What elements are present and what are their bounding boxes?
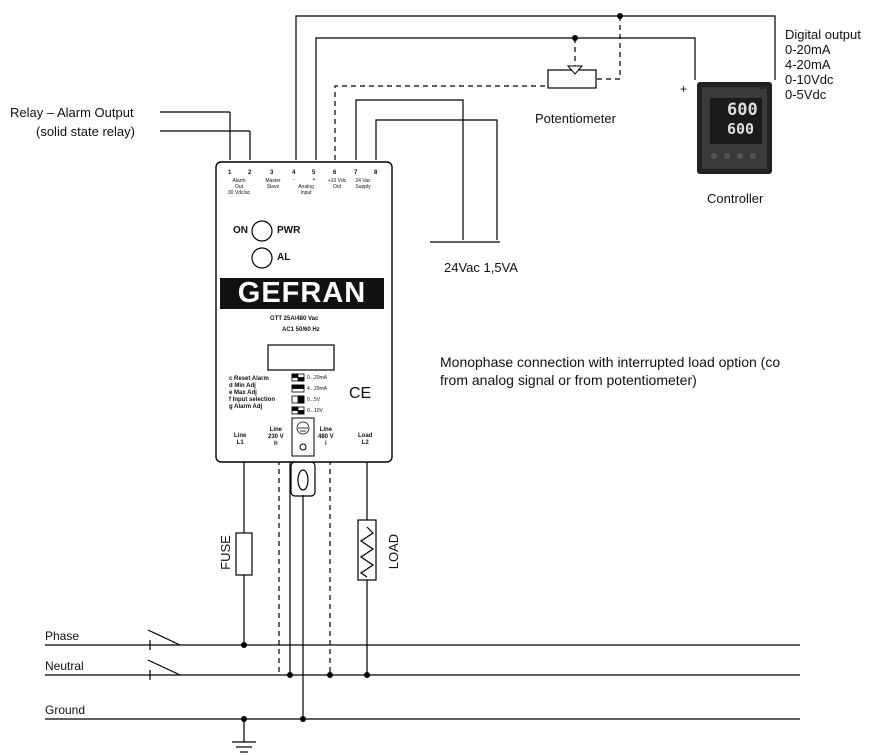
ce-mark: CE [349, 385, 372, 402]
supply-label: 24Vac 1,5VA [444, 260, 518, 275]
relay-label-line2: (solid state relay) [36, 124, 135, 139]
wire-terminal-5 [315, 37, 696, 160]
setting-item: d Min Adj [229, 383, 256, 389]
analog-input-label: Analog Input [298, 184, 314, 196]
digital-output-range: 0-5Vdc [785, 87, 827, 102]
line-230-label: Line 230 V h [268, 427, 284, 447]
description-line1: Monophase connection with interrupted lo… [440, 354, 781, 370]
pot-wiper-dashed [334, 85, 548, 160]
load-symbol [357, 519, 377, 581]
setting-item: e Max Adj [229, 390, 257, 396]
line-l1-label: Line L1 [234, 433, 247, 446]
controller-plus-label: + [680, 82, 688, 96]
model-label: GTT 25A/480 Vac [270, 316, 319, 322]
gtt-device-body [215, 161, 393, 463]
al-led [251, 247, 273, 269]
digital-output-title: Digital output [785, 27, 861, 42]
terminal-strip: 1 2 3 4 5 6 7 8 Alarm Out 30 Vdc/ac Mast… [222, 170, 388, 200]
controller-minus-label: – [759, 80, 766, 94]
rating-label: AC1 50/60 Hz [282, 327, 320, 333]
supply-wire-8 [375, 119, 498, 240]
dip-option: 0...10V [307, 408, 323, 414]
setting-item: c Reset Alarm [229, 376, 269, 382]
controller-display-top: 600 [727, 100, 758, 120]
digital-output-list: Digital output 0-20mA 4-20mA 0-10Vdc 0-5… [785, 27, 861, 102]
terminal-4-desc: - [293, 177, 295, 183]
controller-label: Controller [707, 191, 764, 206]
terminal-6-desc: +10 Vdc Out [327, 178, 347, 190]
terminal-1: 1 [228, 170, 232, 176]
gefran-logo-text: GEFRAN [237, 277, 367, 309]
terminal-5: 5 [312, 170, 316, 176]
supply-wire-7 [355, 99, 464, 240]
terminal-3-desc: Master Slave [265, 178, 281, 190]
line-480-label: Line 480 V i [318, 427, 334, 447]
display-window [267, 344, 335, 371]
pwr-led [251, 220, 273, 242]
terminal-6: 6 [333, 170, 337, 176]
dip-option: 0...5V [307, 397, 321, 403]
controller-display-bottom: 600 [727, 120, 755, 138]
ground-clamp [290, 461, 316, 497]
phase-label: Phase [45, 629, 80, 643]
gefran-logo [220, 278, 384, 309]
setting-item: g Alarm Adj [229, 404, 263, 410]
potentiometer-label: Potentiometer [535, 111, 616, 126]
digital-output-range: 0-20mA [785, 42, 831, 57]
terminal-3: 3 [270, 170, 274, 176]
setting-item: f Input selection [229, 397, 276, 403]
neutral-label: Neutral [45, 659, 84, 673]
terminal-5-desc: + [312, 177, 316, 183]
ground-label: Ground [45, 703, 86, 717]
settings-list: c Reset Alarm d Min Adj e Max Adj f Inpu… [229, 376, 275, 411]
terminal-7-desc: 24 Vac Supply [355, 178, 371, 190]
dip-option: 4...20mA [307, 386, 328, 392]
digital-output-range: 4-20mA [785, 57, 831, 72]
digital-output-range: 0-10Vdc [785, 72, 834, 87]
terminal-4: 4 [292, 170, 296, 176]
al-label: AL [277, 252, 291, 263]
fuse-label: FUSE [217, 535, 233, 570]
on-label: ON [233, 225, 248, 236]
terminal-8: 8 [374, 170, 378, 176]
fuse-symbol [235, 532, 253, 576]
dip-option: 0...20mA [307, 375, 328, 381]
terminal-7: 7 [354, 170, 358, 176]
controller-display [710, 98, 762, 144]
relay-label-line1: Relay – Alarm Output [10, 105, 134, 120]
description-line2: from analog signal or from potentiometer… [440, 372, 697, 388]
wire-terminal-4 [295, 15, 776, 160]
pwr-label: PWR [277, 225, 301, 236]
load-l2-label: Load L2 [358, 433, 373, 446]
alarm-out-label: Alarm Out 30 Vdc/ac [227, 178, 251, 196]
load-label: LOAD [386, 533, 402, 570]
terminal-2: 2 [248, 170, 252, 176]
potentiometer-symbol [547, 69, 597, 89]
